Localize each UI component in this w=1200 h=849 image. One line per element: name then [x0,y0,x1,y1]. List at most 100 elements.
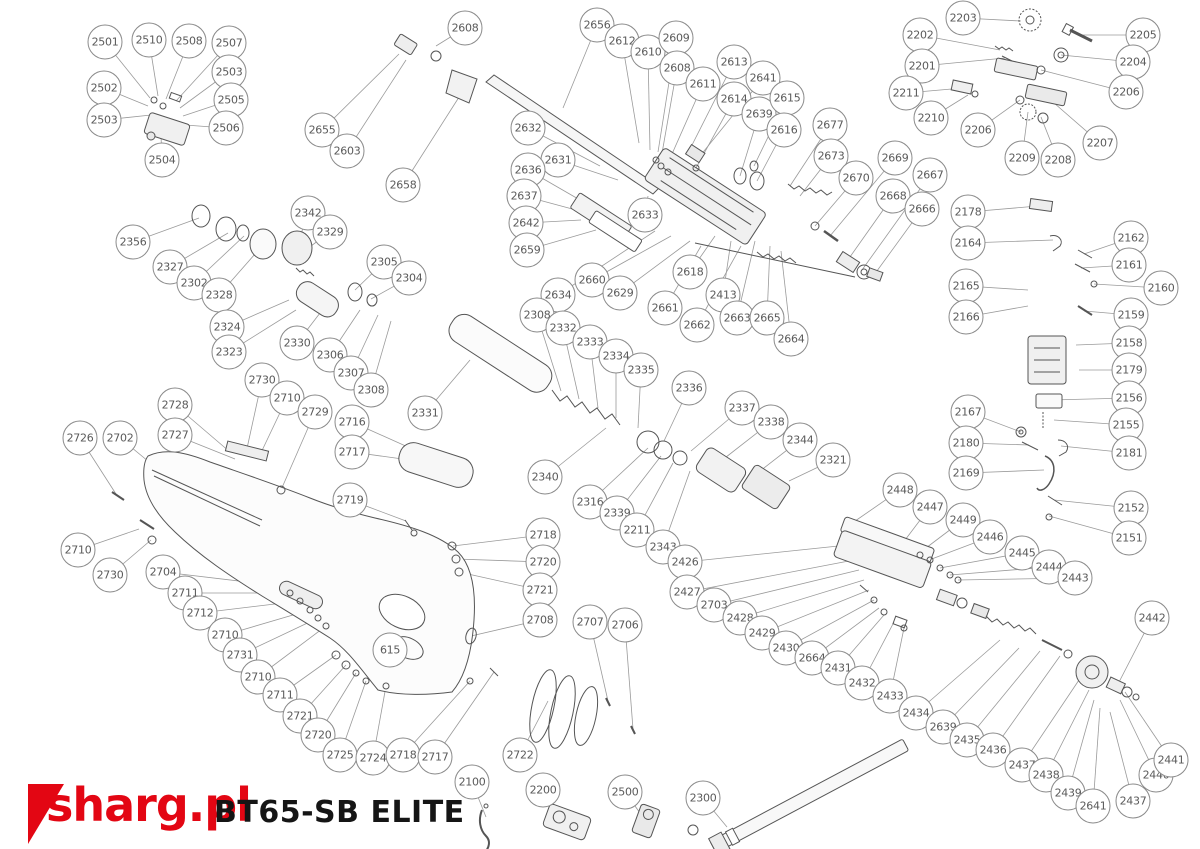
part-callout-2730: 2730 [244,362,280,398]
part-callout-2660: 2660 [574,262,610,298]
part-callout-2508: 2508 [171,23,207,59]
part-callout-2708: 2708 [522,602,558,638]
part-callout-2717: 2717 [417,739,453,775]
part-callout-2666: 2666 [904,191,940,227]
part-callout-615: 615 [372,632,408,668]
part-callout-2200: 2200 [525,772,561,808]
mainspring [551,389,621,426]
part-callout-2504: 2504 [144,142,180,178]
part-callout-2677: 2677 [812,107,848,143]
part-callout-2206: 2206 [960,112,996,148]
part-callout-2181: 2181 [1111,435,1147,471]
part-callout-2510: 2510 [131,22,167,58]
logo-triangle-icon [28,784,64,844]
part-callout-2506: 2506 [208,110,244,146]
part-callout-2629: 2629 [602,275,638,311]
magazine-part [631,803,661,839]
part-callout-2718: 2718 [385,737,421,773]
part-callout-2503: 2503 [86,102,122,138]
part-callout-2330: 2330 [279,325,315,361]
part-callout-2710: 2710 [60,532,96,568]
air-cylinder [448,313,553,393]
part-callout-2706: 2706 [607,607,643,643]
part-callout-2728: 2728 [157,387,193,423]
part-callout-2426: 2426 [667,544,703,580]
part-callout-2669: 2669 [877,140,913,176]
part-callout-2344: 2344 [782,422,818,458]
part-callout-2609: 2609 [658,20,694,56]
part-callout-2500: 2500 [607,774,643,810]
part-callout-2306: 2306 [312,337,348,373]
trigger-blade-part [478,803,490,849]
part-callout-2719: 2719 [332,482,368,518]
part-callout-2615: 2615 [769,80,805,116]
part-callout-2726: 2726 [62,420,98,456]
part-callout-2201: 2201 [904,48,940,84]
part-callout-2502: 2502 [86,70,122,106]
part-callout-2663: 2663 [719,300,755,336]
part-callout-2340: 2340 [527,459,563,495]
part-callout-2670: 2670 [838,160,874,196]
part-callout-2704: 2704 [145,554,181,590]
part-callout-2413: 2413 [705,277,741,313]
part-callout-2437: 2437 [1115,783,1151,819]
part-callout-2169: 2169 [948,455,984,491]
part-callout-2716: 2716 [334,404,370,440]
part-callout-2730: 2730 [92,557,128,593]
part-callout-2613: 2613 [716,44,752,80]
part-callout-2631: 2631 [540,142,576,178]
part-callout-2727: 2727 [157,417,193,453]
part-callout-2443: 2443 [1057,560,1093,596]
part-callout-2725: 2725 [322,737,358,773]
rear-sight-parts [143,91,191,146]
part-callout-2731: 2731 [222,637,258,673]
part-callout-2633: 2633 [627,197,663,233]
part-callout-2151: 2151 [1111,520,1147,556]
breech-parts [191,204,378,318]
part-callout-2300: 2300 [685,780,721,816]
part-callout-2668: 2668 [875,178,911,214]
part-callout-2155: 2155 [1108,407,1144,443]
part-callout-2321: 2321 [815,442,851,478]
part-callout-2507: 2507 [211,25,247,61]
part-callout-2323: 2323 [211,334,247,370]
part-callout-2441: 2441 [1153,742,1189,778]
part-callout-2667: 2667 [912,157,948,193]
part-callout-2664: 2664 [773,321,809,357]
part-callout-2166: 2166 [948,299,984,335]
product-title: BT65-SB ELITE [214,795,465,830]
logo-text: sharg.pl [46,778,252,832]
part-callout-2603: 2603 [329,133,365,169]
lower-barrel [707,739,909,849]
trigger-plate-part [542,803,592,841]
part-callout-2717: 2717 [334,434,370,470]
part-callout-2722: 2722 [502,737,538,773]
part-callout-2431: 2431 [820,650,856,686]
part-callout-2329: 2329 [312,214,348,250]
part-callout-2308: 2308 [353,372,389,408]
part-callout-2328: 2328 [201,277,237,313]
part-callout-2206: 2206 [1108,74,1144,110]
part-callout-2659: 2659 [509,232,545,268]
part-callout-2180: 2180 [948,425,984,461]
part-callout-2208: 2208 [1040,142,1076,178]
part-callout-2611: 2611 [685,66,721,102]
stock-fasteners [111,440,499,690]
part-callout-2446: 2446 [972,519,1008,555]
part-callout-2632: 2632 [510,110,546,146]
part-callout-2164: 2164 [950,225,986,261]
part-callout-2305: 2305 [366,244,402,280]
part-callout-2721: 2721 [522,572,558,608]
scope-mount-parts [950,8,1093,124]
part-callout-2608: 2608 [447,10,483,46]
part-callout-2335: 2335 [623,352,659,388]
part-callout-2616: 2616 [766,112,802,148]
part-callout-2161: 2161 [1111,247,1147,283]
part-callout-2501: 2501 [87,24,123,60]
part-callout-2334: 2334 [598,338,634,374]
part-callout-2331: 2331 [407,395,443,431]
part-callout-2304: 2304 [391,260,427,296]
part-callout-2702: 2702 [102,420,138,456]
part-callout-2178: 2178 [950,194,986,230]
